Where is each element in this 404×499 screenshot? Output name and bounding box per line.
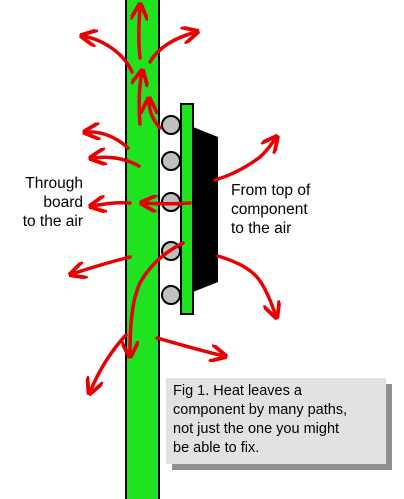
heat-arrow [149,100,162,130]
solder-balls [161,115,181,305]
heat-arrows [72,6,276,392]
from-top-line: component [231,201,308,218]
heat-arrow [148,32,196,64]
heat-arrow [139,6,140,60]
caption-line: Fig 1. Heat leaves a [173,383,302,399]
heat-arrow [90,333,128,392]
caption-line: component by many paths, [173,402,348,418]
figure-caption: Fig 1. Heat leaves a component by many p… [173,382,347,458]
through-board-line: Through [25,175,83,192]
caption-line: not just the one you might [173,421,340,437]
figure-caption-box: Fig 1. Heat leaves a component by many p… [166,378,386,464]
component-package [193,127,218,292]
solder-ball [161,115,181,135]
heat-arrow [72,255,132,274]
heat-arrow [213,138,276,182]
through-board-line: board [43,194,83,211]
through-board-label: Through board to the air [13,174,83,231]
from-top-line: to the air [231,220,292,237]
heat-arrow [139,72,142,126]
heat-arrow [92,157,141,168]
caption-line: be able to fix. [173,440,260,456]
heat-arrow [216,254,276,316]
heat-arrow [92,203,132,206]
component-substrate [180,103,194,315]
heat-arrow [130,241,185,355]
heat-arrow [155,336,224,356]
from-top-label: From top of component to the air [231,181,310,238]
solder-ball [161,151,181,171]
from-top-line: From top of [231,182,311,199]
solder-ball [161,285,181,305]
through-board-line: to the air [22,213,83,230]
heat-arrow [83,36,134,74]
heat-arrow [86,132,130,150]
heat-arrow [143,203,192,204]
